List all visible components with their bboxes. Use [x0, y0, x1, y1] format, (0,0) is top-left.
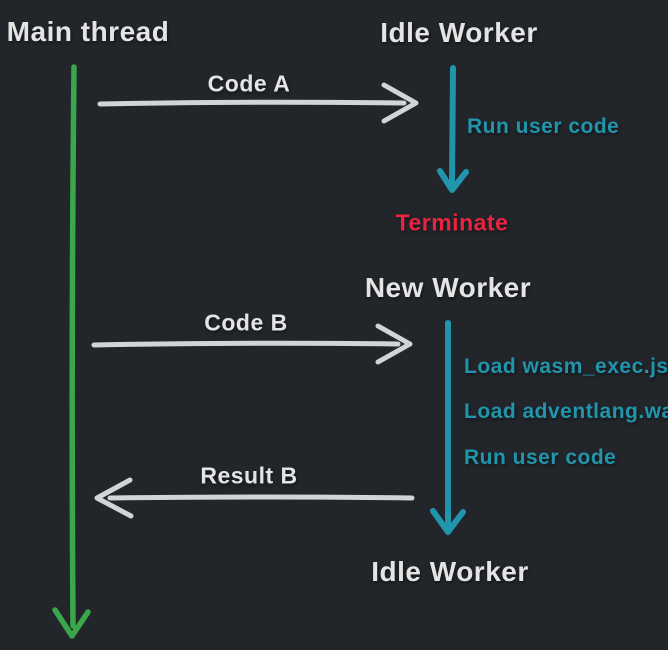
actor-label-idle-worker-top: Idle Worker — [380, 17, 538, 48]
actor-label-new-worker: New Worker — [364, 272, 532, 303]
code-a-arrow — [97, 82, 419, 124]
code-b-arrow — [91, 323, 413, 365]
message-label-terminate: Terminate — [395, 209, 509, 236]
idle-worker-activity-arrow — [437, 65, 469, 193]
message-label-run-user-code-2: Run user code — [464, 446, 617, 469]
message-label-code-a: Code A — [207, 70, 291, 97]
message-label-result-b: Result B — [200, 462, 298, 489]
actor-label-main-thread: Main thread — [6, 16, 170, 47]
message-label-code-b: Code B — [204, 309, 288, 336]
new-worker-activity-arrow — [430, 320, 466, 535]
actor-label-idle-worker-bottom: Idle Worker — [371, 556, 529, 587]
message-label-load-wasm-exec-js: Load wasm_exec.js — [464, 355, 668, 378]
message-label-load-adventlang-wasm: Load adventlang.wasm — [464, 400, 668, 423]
result-b-arrow — [94, 477, 415, 519]
main-thread-lifeline-arrow — [52, 64, 91, 639]
message-label-run-user-code-1: Run user code — [467, 115, 620, 138]
